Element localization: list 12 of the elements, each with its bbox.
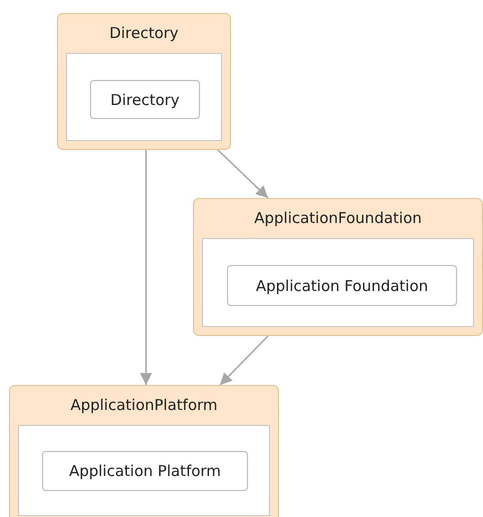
arrow <box>140 150 152 385</box>
component-box: Directory <box>90 80 200 119</box>
arrow <box>217 149 269 199</box>
group-title: ApplicationPlatform <box>69 395 219 416</box>
group-container <box>9 385 279 517</box>
group-container <box>57 13 231 150</box>
component-box: Application Platform <box>42 451 248 491</box>
group-container <box>193 198 483 336</box>
group-title: ApplicationFoundation <box>253 208 423 229</box>
group-title: Directory <box>108 23 180 44</box>
arrow <box>219 335 269 386</box>
component-box: Application Foundation <box>227 265 457 306</box>
